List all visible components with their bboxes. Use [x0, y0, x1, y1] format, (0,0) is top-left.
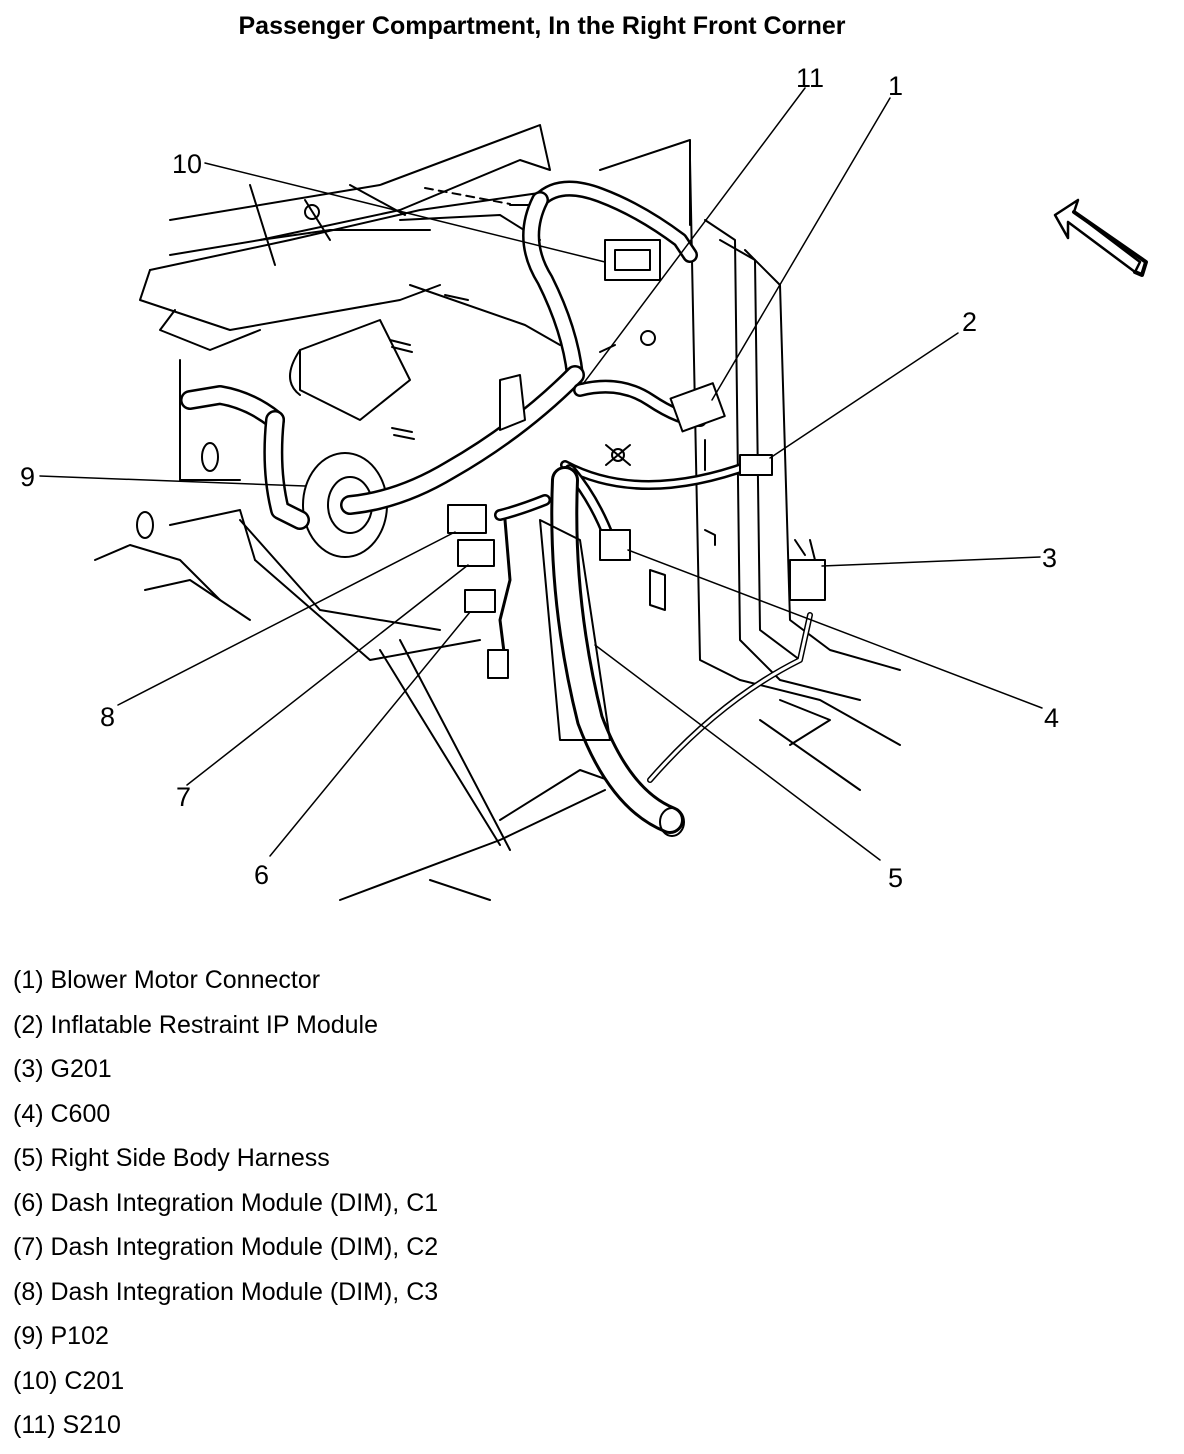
callout-9: 9 — [20, 462, 35, 492]
diagram-title: Passenger Compartment, In the Right Fron… — [238, 12, 846, 40]
legend-item: (7) Dash Integration Module (DIM), C2 — [13, 1233, 439, 1261]
wiring-harness — [180, 180, 813, 837]
legend-item: (11) S210 — [13, 1411, 121, 1439]
leader-lines — [39, 87, 1043, 861]
legend-item: (1) Blower Motor Connector — [13, 966, 321, 994]
wiring-diagram: 1 2 3 4 5 6 7 8 9 10 11 — [20, 63, 1148, 901]
callout-2: 2 — [962, 307, 977, 337]
legend-item: (5) Right Side Body Harness — [13, 1144, 330, 1172]
forward-arrow-icon — [1053, 198, 1148, 277]
callout-4: 4 — [1044, 703, 1059, 733]
legend-item: (10) C201 — [13, 1366, 125, 1395]
legend-item: (6) Dash Integration Module (DIM), C1 — [13, 1188, 439, 1217]
legend-item: (2) Inflatable Restraint IP Module — [13, 1010, 379, 1039]
bolts — [304, 187, 656, 466]
component-legend: (1) Blower Motor Connector (2) Inflatabl… — [13, 962, 438, 1452]
legend-item: (4) C600 — [13, 1099, 111, 1128]
callout-8: 8 — [100, 702, 115, 732]
callout-7: 7 — [176, 782, 191, 812]
callout-11: 11 — [796, 63, 824, 93]
callout-1: 1 — [888, 71, 903, 101]
callout-3: 3 — [1042, 543, 1057, 573]
legend-item: (3) G201 — [13, 1055, 112, 1083]
callout-10: 10 — [172, 149, 202, 179]
connectors — [447, 239, 826, 679]
legend-item: (9) P102 — [13, 1322, 109, 1350]
legend-item: (8) Dash Integration Module (DIM), C3 — [13, 1277, 439, 1306]
callout-5: 5 — [888, 863, 903, 893]
callout-6: 6 — [254, 860, 269, 890]
callout-numbers: 1 2 3 4 5 6 7 8 9 10 11 — [20, 63, 1059, 893]
